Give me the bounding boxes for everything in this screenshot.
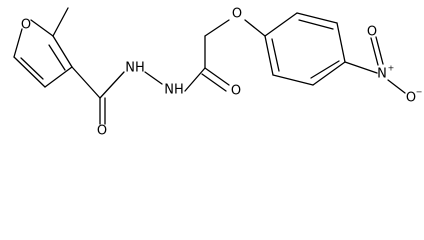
- bond-b6-b1: [264, 35, 274, 76]
- amide-oxygen-left-label: O: [97, 124, 107, 139]
- bond-ch2-ether-o: [204, 19, 230, 37]
- bond-n-n: [144, 71, 163, 85]
- bond-c2-c3: [52, 35, 73, 68]
- amide-oxygen-right-label: O: [231, 84, 241, 99]
- nh-left-label: NH: [125, 61, 145, 76]
- nitro-nitrogen-label: N: [377, 67, 387, 82]
- bond-c3-carbonyl: [71, 66, 101, 99]
- bond-c2-c3-inner: [48, 44, 66, 71]
- benzene-ring: [264, 12, 346, 86]
- bond-carbonyl-right-double: [201, 73, 227, 92]
- chemical-structure-diagram: O O NH NH O O N + O O −: [13, 7, 423, 139]
- bond-b4-b5-inner: [310, 60, 340, 79]
- nitro-oxygen-right-label: O: [406, 91, 416, 106]
- hydrazide-chain: [71, 19, 266, 125]
- furan-ring: [13, 19, 73, 88]
- bond-b6-b1-inner: [271, 38, 280, 72]
- bond-b3-b4: [336, 22, 346, 63]
- bond-nitro-n-o-right: [387, 79, 406, 94]
- nitro-group: [344, 36, 406, 94]
- bond-b4-b5: [312, 61, 346, 86]
- bond-b2-b3-inner: [298, 19, 334, 30]
- bond-carbonyl-nh: [99, 71, 125, 99]
- bond-c3-c4: [44, 66, 73, 88]
- methyl-bond: [52, 7, 69, 37]
- bond-nh-carbonyl: [184, 67, 206, 92]
- bond-o1-c2: [30, 19, 54, 37]
- nitro-oxygen-top-label: O: [367, 25, 377, 40]
- nitro-oxygen-charge: −: [416, 88, 423, 97]
- bond-carbonyl-right: [204, 67, 230, 86]
- ether-oxygen-label: O: [232, 7, 242, 22]
- bond-nitro-n-o-top: [370, 37, 379, 66]
- bond-b2-b3: [296, 12, 338, 24]
- bond-ring-nitro-n: [344, 61, 378, 74]
- furan-oxygen-label: O: [21, 18, 31, 33]
- bond-c4-c5-inner: [20, 57, 44, 80]
- bond-ether-o-ring: [244, 19, 266, 37]
- bond-c4-c5: [13, 56, 46, 88]
- nitro-nitrogen-charge: +: [388, 64, 395, 73]
- bond-nitro-n-o-top-double: [375, 36, 384, 65]
- bond-b5-b6: [272, 74, 314, 86]
- bond-b1-b2: [264, 12, 298, 37]
- bond-c5-o1: [13, 28, 23, 58]
- nh-right-label: NH: [164, 83, 184, 98]
